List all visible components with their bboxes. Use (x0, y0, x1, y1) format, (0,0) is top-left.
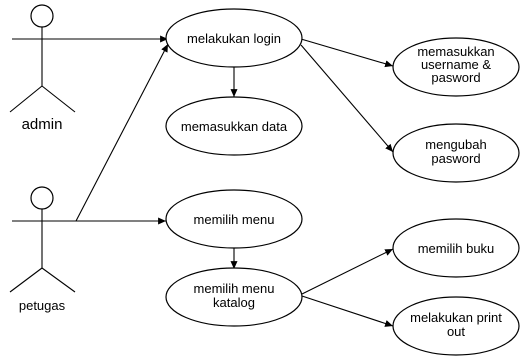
use-case-ellipse (392, 37, 520, 97)
actor-left-leg (9, 85, 43, 113)
use-case-label: katalog (213, 295, 255, 310)
use-case-username-password: memasukkan username & pasword (392, 37, 520, 97)
use-case-label: melakukan login (187, 31, 281, 46)
actor-right-leg (41, 85, 76, 113)
actor-right-leg (41, 267, 76, 293)
use-case-label: melakukan print (410, 310, 502, 325)
use-case-ellipse (392, 296, 520, 356)
use-case-label: memasukkan data (181, 119, 288, 134)
actor-petugas: petugas (9, 186, 76, 313)
edge-login-userpass (300, 38, 394, 68)
use-case-label: out (447, 324, 465, 339)
edge-login-ubah (300, 44, 394, 153)
use-case-label: memilih menu (194, 281, 275, 296)
use-case-ellipse (392, 123, 520, 183)
use-case-label: memasukkan (417, 44, 494, 59)
use-case-mengubah-password: mengubah pasword (392, 123, 520, 183)
use-case-ellipse (165, 8, 303, 68)
actor-head (30, 4, 54, 28)
use-case-login: melakukan login (165, 8, 303, 68)
actor-label: petugas (19, 298, 66, 313)
use-case-ellipse (165, 96, 303, 156)
use-case-label: mengubah (425, 137, 486, 152)
use-case-ellipse (165, 189, 303, 249)
use-case-print-out: melakukan print out (392, 296, 520, 356)
actor-left-leg (9, 267, 43, 293)
edge-katalog-buku (301, 248, 394, 295)
edge-katalog-print (301, 295, 394, 327)
actor-label: admin (22, 116, 63, 133)
use-case-label: pasword (431, 151, 480, 166)
actor-head (30, 186, 54, 210)
use-case-ellipse (392, 218, 520, 278)
use-case-memilih-buku: memilih buku (392, 218, 520, 278)
use-case-label: memilih menu (194, 212, 275, 227)
edge-petugas-login (75, 43, 169, 222)
actor-admin: admin (9, 4, 76, 133)
use-case-label: pasword (431, 70, 480, 85)
use-case-label: memilih buku (418, 241, 495, 256)
use-case-ellipse (165, 267, 303, 327)
use-case-memasukkan-data: memasukkan data (165, 96, 303, 156)
use-case-memilih-menu: memilih menu (165, 189, 303, 249)
use-case-label: username & (421, 57, 491, 72)
use-case-memilih-katalog: memilih menu katalog (165, 267, 303, 327)
